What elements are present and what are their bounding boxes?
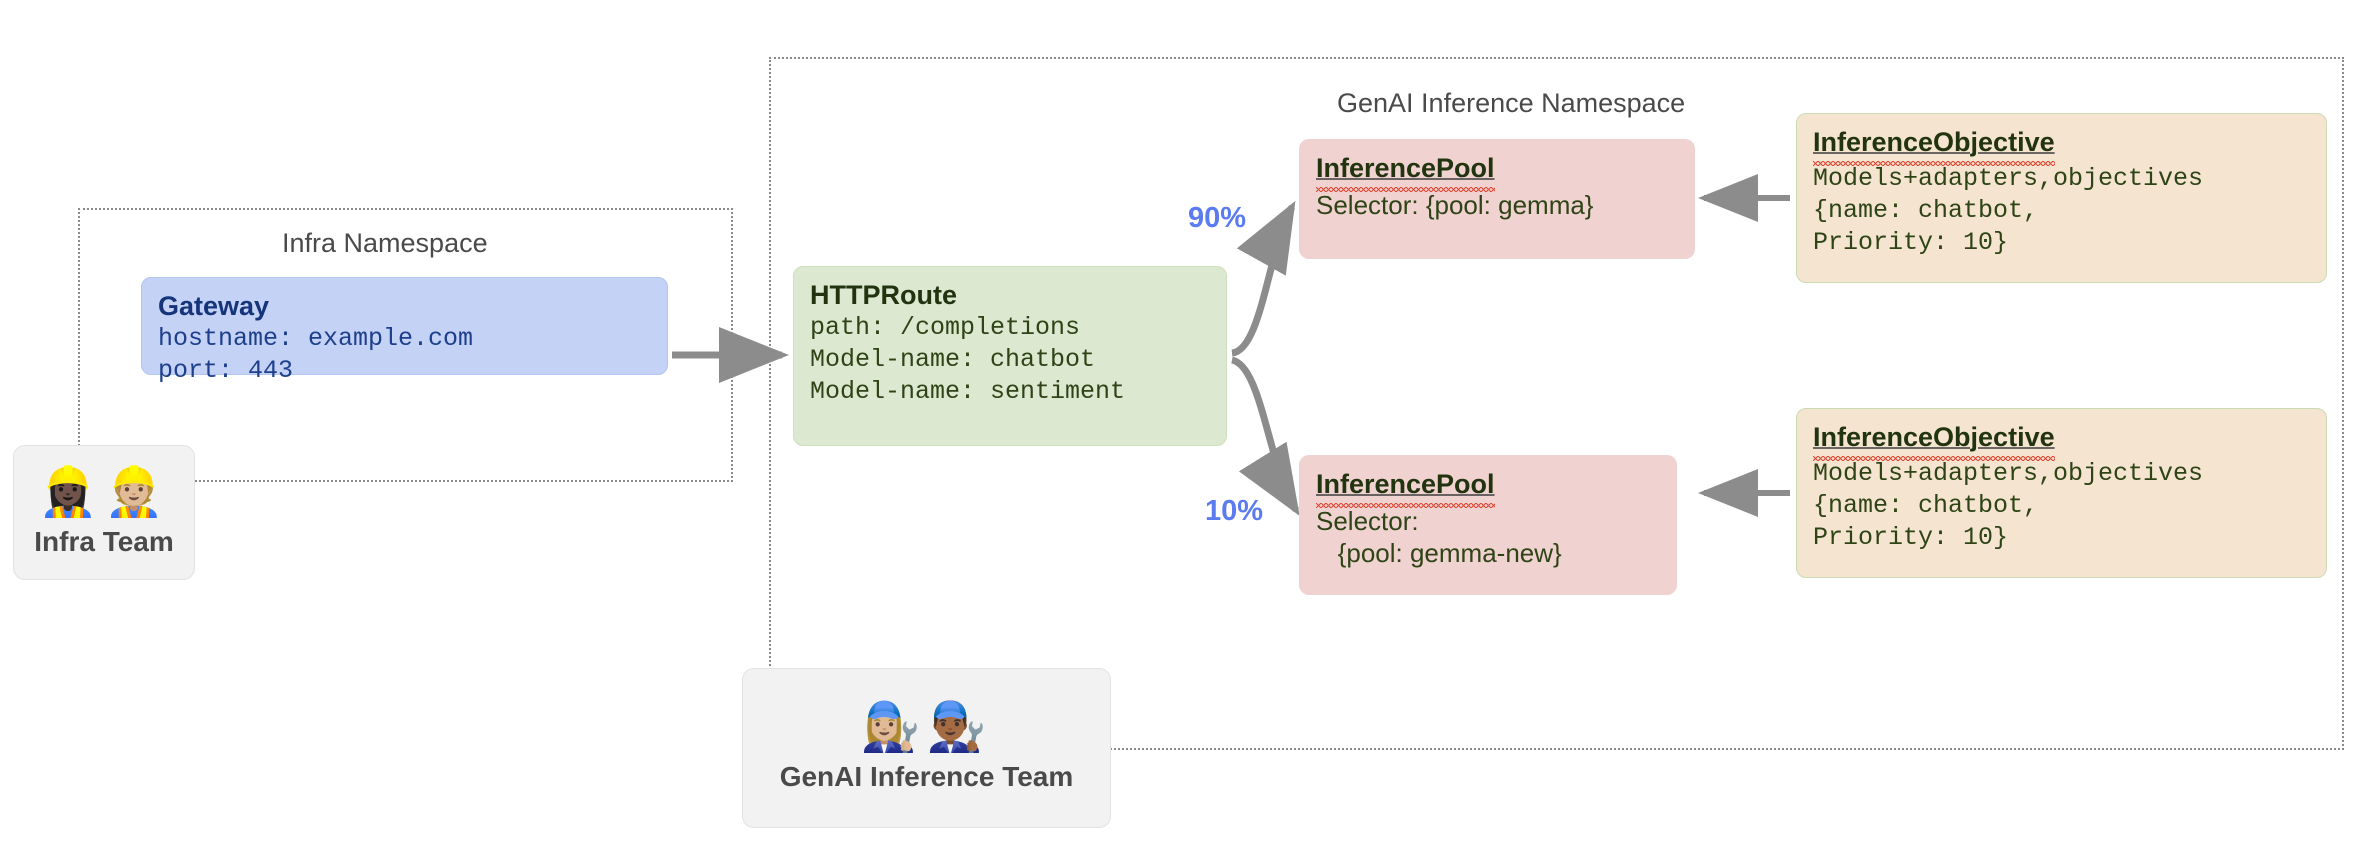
node-inferenceobjective-bottom-line-3: Priority: 10} <box>1813 522 2009 552</box>
team-card-genai-label: GenAI Inference Team <box>779 761 1074 792</box>
node-gateway-title: Gateway <box>158 291 270 321</box>
namespace-boundary-genai <box>769 57 2344 750</box>
node-inferenceobjective-top-line-2: {name: chatbot, <box>1813 195 2039 225</box>
node-httproute-line-1: path: /completions <box>810 312 1081 342</box>
node-inferenceobjective-bottom[interactable]: InferenceObjective Models+adapters,objec… <box>1796 408 2327 578</box>
node-httproute[interactable]: HTTPRoute path: /completions Model-name:… <box>793 266 1227 446</box>
node-inferenceobjective-top-line-1: Models+adapters,objectives <box>1813 163 2204 193</box>
node-httproute-line-2: Model-name: chatbot <box>810 344 1096 374</box>
node-inferenceobjective-top-line-3: Priority: 10} <box>1813 227 2009 257</box>
node-gateway[interactable]: Gateway hostname: example.com port: 443 <box>141 277 668 385</box>
spellcheck-underline: InferenceObjective <box>1813 127 2055 166</box>
node-inferencepool-gemma-new-selector-2: {pool: gemma-new} <box>1316 538 1562 569</box>
team-card-infra[interactable]: 👷🏿‍♀️👷🏼 Infra Team <box>13 445 195 580</box>
node-httproute-title: HTTPRoute <box>810 280 957 310</box>
node-inferenceobjective-bottom-line-2: {name: chatbot, <box>1813 490 2039 520</box>
team-card-infra-label: Infra Team <box>34 525 174 557</box>
construction-worker-icon: 👷🏿‍♀️👷🏼 <box>38 463 170 520</box>
node-inferencepool-gemma[interactable]: InferencePool Selector: {pool: gemma} <box>1299 139 1695 259</box>
edge-weight-90: 90% <box>1188 202 1247 234</box>
node-inferencepool-gemma-title: InferencePool <box>1316 152 1678 192</box>
node-httproute-line-3: Model-name: sentiment <box>810 376 1126 406</box>
node-inferenceobjective-bottom-line-1: Models+adapters,objectives <box>1813 458 2204 488</box>
node-inferencepool-gemma-new-selector-1: Selector: <box>1316 505 1419 536</box>
edge-weight-10: 10% <box>1205 495 1264 527</box>
node-inferencepool-gemma-new-title: InferencePool <box>1316 468 1660 508</box>
spellcheck-underline: InferencePool <box>1316 153 1495 192</box>
namespace-title-genai: GenAI Inference Namespace <box>1337 88 1686 118</box>
node-inferencepool-gemma-selector: Selector: {pool: gemma} <box>1316 189 1594 220</box>
node-inferenceobjective-top-title: InferenceObjective <box>1813 126 2310 166</box>
node-inferencepool-gemma-new[interactable]: InferencePool Selector: {pool: gemma-new… <box>1299 455 1677 595</box>
node-inferenceobjective-top[interactable]: InferenceObjective Models+adapters,objec… <box>1796 113 2327 283</box>
node-gateway-line-2: port: 443 <box>158 355 294 385</box>
spellcheck-underline: InferenceObjective <box>1813 422 2055 461</box>
node-gateway-line-1: hostname: example.com <box>158 323 474 353</box>
node-inferenceobjective-bottom-title: InferenceObjective <box>1813 421 2310 461</box>
spellcheck-underline: InferencePool <box>1316 469 1495 508</box>
mechanic-icon: 👩🏼‍🔧👨🏾‍🔧 <box>860 699 993 755</box>
namespace-title-infra: Infra Namespace <box>282 228 488 258</box>
team-card-genai[interactable]: 👩🏼‍🔧👨🏾‍🔧 GenAI Inference Team <box>742 668 1111 828</box>
